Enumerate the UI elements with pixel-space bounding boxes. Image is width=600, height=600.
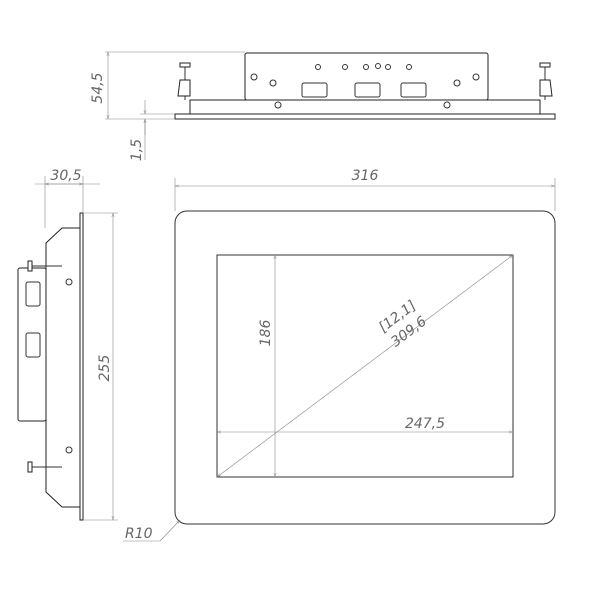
housing-side	[45, 227, 81, 508]
dim-plate-thickness: 1,5	[129, 139, 145, 161]
side-view: 30,5 255	[17, 168, 118, 521]
front-plate-top	[174, 113, 556, 120]
dim-corner-radius: R10	[125, 526, 153, 542]
dim-side-depth: 30,5	[50, 168, 81, 184]
dim-top-height: 54,5	[90, 72, 106, 103]
dim-screen-width: 247,5	[405, 416, 445, 432]
mount-bar	[189, 99, 541, 115]
dim-screen-height: 186	[258, 320, 274, 347]
connector-box-side	[17, 267, 47, 422]
front-view: 316 186 247,5 [12,1] 309,6 R10	[123, 168, 556, 542]
connector-ports	[250, 63, 480, 109]
dim-height: 255	[97, 355, 113, 382]
dim-width: 316	[352, 168, 379, 184]
mount-clamp-left	[177, 62, 191, 100]
mount-clamp-right	[539, 62, 553, 100]
connector-box	[244, 52, 489, 101]
top-view: 54,5 1,5	[90, 51, 556, 161]
bezel	[174, 210, 556, 525]
